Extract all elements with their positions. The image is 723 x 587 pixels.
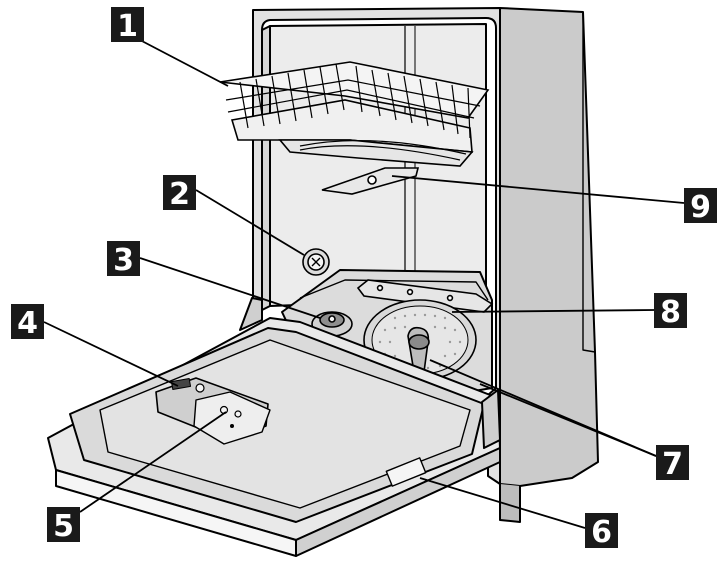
rating-plate bbox=[385, 457, 427, 487]
callout-label-7: 7 bbox=[662, 447, 683, 482]
leader-8 bbox=[451, 309, 655, 313]
callout-2: 2 bbox=[163, 175, 196, 212]
leader-1 bbox=[139, 39, 229, 87]
leader-7b bbox=[479, 383, 657, 457]
callout-label-2: 2 bbox=[169, 177, 190, 212]
detergent-dispenser bbox=[193, 391, 271, 445]
leader-6 bbox=[419, 477, 586, 529]
tub-floor-rim bbox=[299, 279, 489, 301]
door-hinge-right bbox=[481, 389, 501, 449]
leader-4 bbox=[43, 321, 179, 387]
callout-1: 1 bbox=[111, 7, 144, 44]
callout-label-3: 3 bbox=[113, 243, 134, 278]
callout-3: 3 bbox=[107, 241, 140, 278]
callout-label-4: 4 bbox=[17, 306, 38, 341]
callout-leader-lines bbox=[43, 39, 685, 529]
callout-7: 7 bbox=[656, 445, 689, 482]
upper-basket bbox=[219, 61, 490, 195]
door-hinge-left bbox=[239, 297, 263, 331]
rinse-aid-indicator bbox=[170, 377, 192, 391]
callout-label-8: 8 bbox=[660, 295, 681, 330]
basket-wires bbox=[225, 63, 481, 161]
side-panel-edge bbox=[582, 12, 596, 353]
callout-label-6: 6 bbox=[591, 515, 612, 550]
leader-3 bbox=[139, 257, 321, 319]
callout-label-5: 5 bbox=[53, 509, 74, 544]
callout-9: 9 bbox=[684, 188, 717, 225]
water-inlet bbox=[302, 248, 330, 276]
dishwasher-door bbox=[47, 297, 501, 557]
leader-5 bbox=[79, 411, 227, 513]
callout-6: 6 bbox=[585, 513, 618, 550]
lower-spray-arm bbox=[356, 279, 494, 313]
callout-4: 4 bbox=[11, 304, 44, 341]
callout-label-1: 1 bbox=[117, 9, 138, 44]
leader-9 bbox=[391, 175, 685, 204]
tub-left-wall bbox=[261, 25, 271, 311]
callout-label-9: 9 bbox=[690, 190, 711, 225]
callout-5: 5 bbox=[47, 507, 80, 544]
leader-2 bbox=[195, 189, 305, 256]
callout-badges: 1 2 3 4 5 6 7 8 bbox=[11, 7, 717, 550]
door-right-edge bbox=[295, 447, 501, 557]
callout-8: 8 bbox=[654, 293, 687, 330]
